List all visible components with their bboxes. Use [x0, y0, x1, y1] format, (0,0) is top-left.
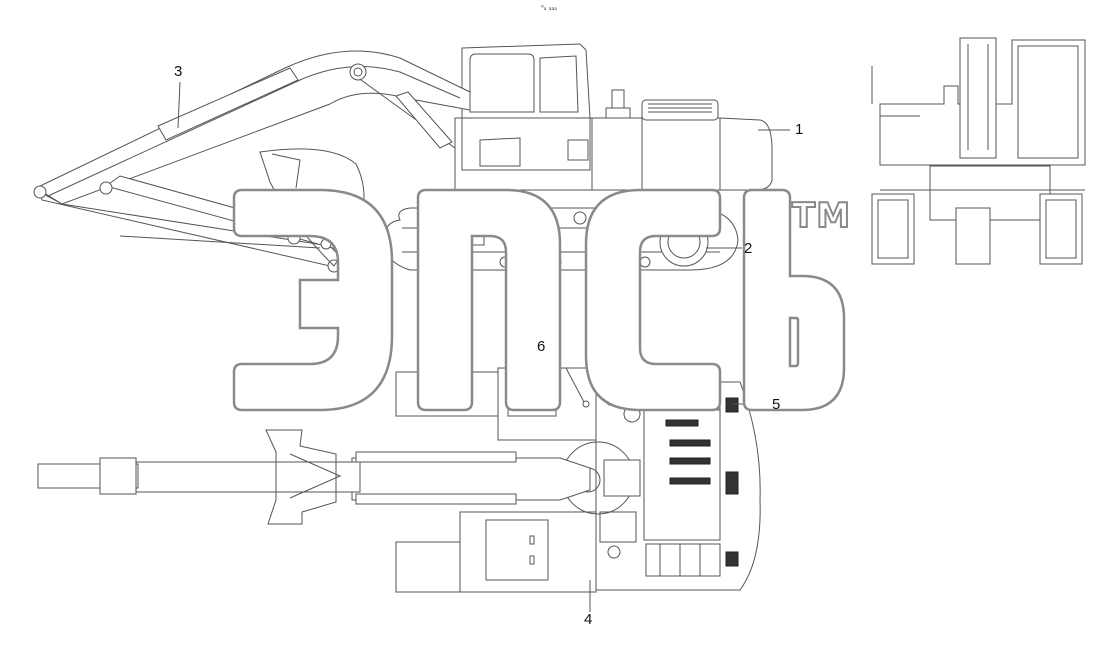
watermark-tm: TM [791, 195, 852, 237]
boom [34, 50, 471, 205]
boom-top [351, 457, 591, 501]
callout-2: 2 [744, 240, 753, 257]
callout-6: 6 [537, 338, 546, 355]
side-view-excavator [33, 43, 773, 273]
bucket-top [265, 429, 337, 525]
callout-1: 1 [795, 121, 804, 138]
watermark-logo [232, 188, 846, 412]
callout-4: 4 [584, 611, 593, 628]
callout-5: 5 [772, 396, 781, 413]
header-mark: ⁰ₐ ₐₐₐ [541, 4, 557, 12]
front-view-excavator [871, 37, 1086, 265]
arm-top [129, 461, 361, 493]
callout-3: 3 [174, 63, 183, 80]
